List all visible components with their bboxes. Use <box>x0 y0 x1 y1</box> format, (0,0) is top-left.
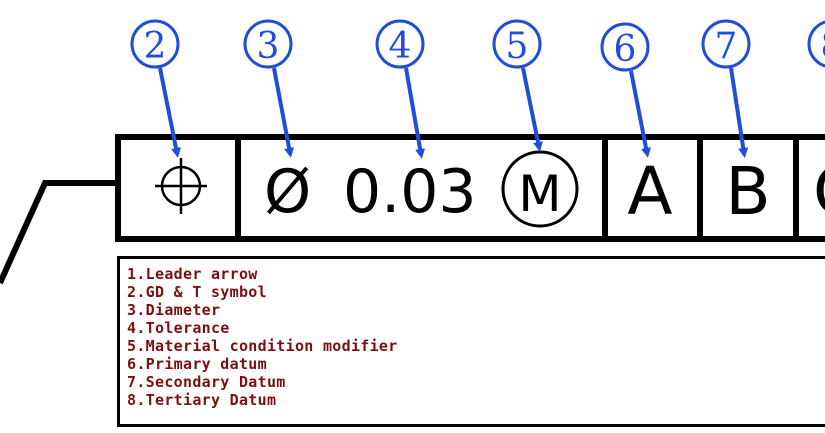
callout-5: 5 <box>492 19 543 152</box>
callout-6: 6 <box>600 22 651 158</box>
callout-2: 2 <box>130 19 181 158</box>
diameter-symbol: Ø <box>264 157 311 227</box>
position-crosshair-icon <box>155 158 207 214</box>
callout-number: 4 <box>389 26 412 67</box>
material-modifier-letter: M <box>518 165 561 223</box>
legend-item: 2.GD & T symbol <box>127 283 267 301</box>
feature-control-frame <box>115 134 825 242</box>
callout-number: 6 <box>614 29 637 70</box>
callout-number: 8 <box>821 26 825 67</box>
callout-number: 7 <box>715 26 738 67</box>
callout-3: 3 <box>243 19 294 158</box>
primary-datum: A <box>627 153 672 230</box>
legend-item: 3.Diameter <box>127 301 221 319</box>
leader-arrow-line <box>0 180 118 285</box>
legend-item: 4.Tolerance <box>127 319 230 337</box>
legend-item: 6.Primary datum <box>127 355 267 373</box>
callout-4: 4 <box>375 19 426 159</box>
material-modifier-circle <box>501 150 579 228</box>
legend-item: 5.Material condition modifier <box>127 337 398 355</box>
legend-item: 8.Tertiary Datum <box>127 391 277 409</box>
frame-outline <box>115 134 825 242</box>
callout-7: 7 <box>701 19 751 158</box>
callout-number: 2 <box>144 26 167 67</box>
callout-number: 5 <box>506 26 529 67</box>
callout-8: 8 <box>807 20 825 68</box>
legend-item: 7.Secondary Datum <box>127 373 286 391</box>
tertiary-datum: C <box>813 153 825 230</box>
legend-item: 1.Leader arrow <box>127 265 258 283</box>
legend-box: 1.Leader arrow 2.GD & T symbol 3.Diamete… <box>117 256 825 427</box>
secondary-datum: B <box>725 153 770 230</box>
callout-number: 3 <box>257 26 280 67</box>
tolerance-value: 0.03 <box>343 157 477 227</box>
